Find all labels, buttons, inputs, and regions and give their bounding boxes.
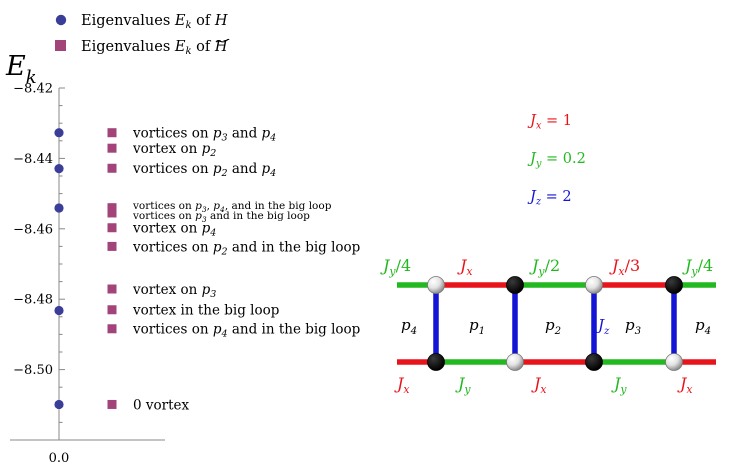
bottom-bond-label: Jy [455, 374, 471, 396]
legend-circle-marker [55, 14, 67, 26]
eigenvalue-H-point [54, 399, 64, 410]
coupling-z: Jz = 2 [527, 189, 572, 208]
eigenvalue-Htilde-point [107, 241, 117, 251]
annotation-label: vortex on p3 [132, 282, 216, 300]
rung-label: Jz [595, 316, 610, 337]
eigenvalue-Htilde-point [107, 399, 117, 409]
eigenvalue-Htilde-point [107, 143, 117, 153]
white-site [665, 353, 683, 371]
plaquette-label: p2 [545, 316, 561, 337]
y-tick-label: −8.46 [13, 222, 53, 237]
annotation-label: vortices on p3 and p4 [132, 126, 276, 144]
annotation-label: vortices on p2 and p4 [132, 161, 276, 179]
annotation-label: vortices on p4 and in the big loop [132, 322, 360, 340]
black-site [506, 276, 524, 294]
coupling-values: Jx = 1 Jy = 0.2 Jz = 2 [527, 113, 586, 208]
eigenvalue-Htilde-point [107, 284, 117, 294]
plaquette-label: p4 [695, 316, 711, 337]
y-tick-label: −8.44 [13, 152, 53, 167]
tilde-accent [215, 38, 230, 43]
eigenvalue-H-point [54, 203, 64, 213]
annotation-label: vortex on p2 [132, 141, 216, 159]
eigenvalue-Htilde-point [107, 128, 117, 138]
annotation-label: vortex in the big loop [132, 303, 279, 319]
annotation-label: vortices on p3, p4, and in the big loop [132, 200, 332, 214]
eigenvalue-Htilde-point [107, 305, 117, 315]
black-site [427, 353, 445, 371]
plaquette-label: p3 [625, 316, 641, 337]
top-bond-label: Jy/4 [380, 256, 411, 278]
white-site [427, 276, 445, 294]
bottom-bond-label: Jx [531, 374, 547, 396]
eigenvalue-H-point [54, 128, 64, 138]
top-bond-label: Jx/3 [609, 256, 640, 278]
y-tick-label: −8.42 [13, 82, 53, 97]
top-bond-label: Jx [457, 256, 473, 278]
top-bond-label: Jy/2 [529, 256, 560, 278]
white-site [506, 353, 524, 371]
black-site [665, 276, 683, 294]
coupling-y: Jy = 0.2 [527, 151, 586, 170]
annotation-label: vortices on p3 and in the big loop [132, 210, 310, 224]
coupling-x: Jx = 1 [527, 113, 572, 132]
black-site [585, 353, 603, 371]
legend: Eigenvalues Ek of H Eigenvalues Ek of H [55, 13, 230, 57]
annotation-label: 0 vortex [133, 397, 190, 413]
eigenvalue-Htilde-point [107, 324, 117, 334]
legend-entry-square: Eigenvalues Ek of H [81, 39, 228, 57]
eigenvalue-H-point [54, 164, 64, 174]
top-bond-label: Jy/4 [682, 256, 713, 278]
legend-entry-circle: Eigenvalues Ek of H [81, 13, 228, 31]
eigenvalue-Htilde-point [107, 203, 117, 213]
plaquette-label: p1 [469, 316, 485, 337]
legend-square-marker [55, 40, 66, 51]
eigenvalue-Htilde-point [107, 223, 117, 233]
eigenvalue-Htilde-point [107, 208, 117, 218]
annotation-label: vortex on p4 [132, 221, 216, 239]
x-tick-label: 0.0 [49, 451, 70, 466]
eigenvalue-H-point [54, 305, 64, 316]
bottom-bond-label: Jx [394, 374, 410, 396]
data-points [54, 128, 117, 410]
y-tick-label: −8.48 [13, 293, 53, 308]
white-site [585, 276, 603, 294]
bottom-bond-label: Jy [611, 374, 627, 396]
eigenvalue-Htilde-point [107, 163, 117, 173]
y-ticks: −8.42 −8.44 −8.46 −8.48 −8.50 [13, 82, 65, 441]
y-axis-label: Ek [5, 51, 37, 88]
annotation-label: vortices on p2 and in the big loop [132, 239, 360, 257]
bottom-bond-label: Jx [677, 374, 693, 396]
y-tick-label: −8.50 [13, 363, 53, 378]
plaquette-label: p4 [401, 316, 417, 337]
